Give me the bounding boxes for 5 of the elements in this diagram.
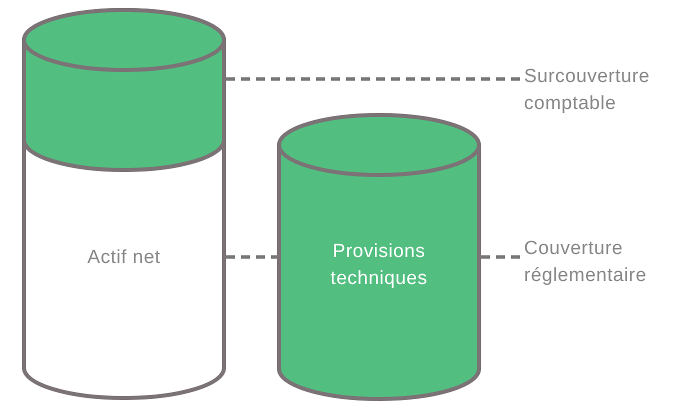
annotation-text: Couverture réglementaire (524, 237, 648, 288)
cylinder-label: Provisions techniques (330, 240, 428, 291)
annotation-text: Surcouverture comptable (524, 65, 651, 116)
cylinder-label: Actif net (86, 246, 162, 270)
dashed-connector (226, 255, 277, 259)
